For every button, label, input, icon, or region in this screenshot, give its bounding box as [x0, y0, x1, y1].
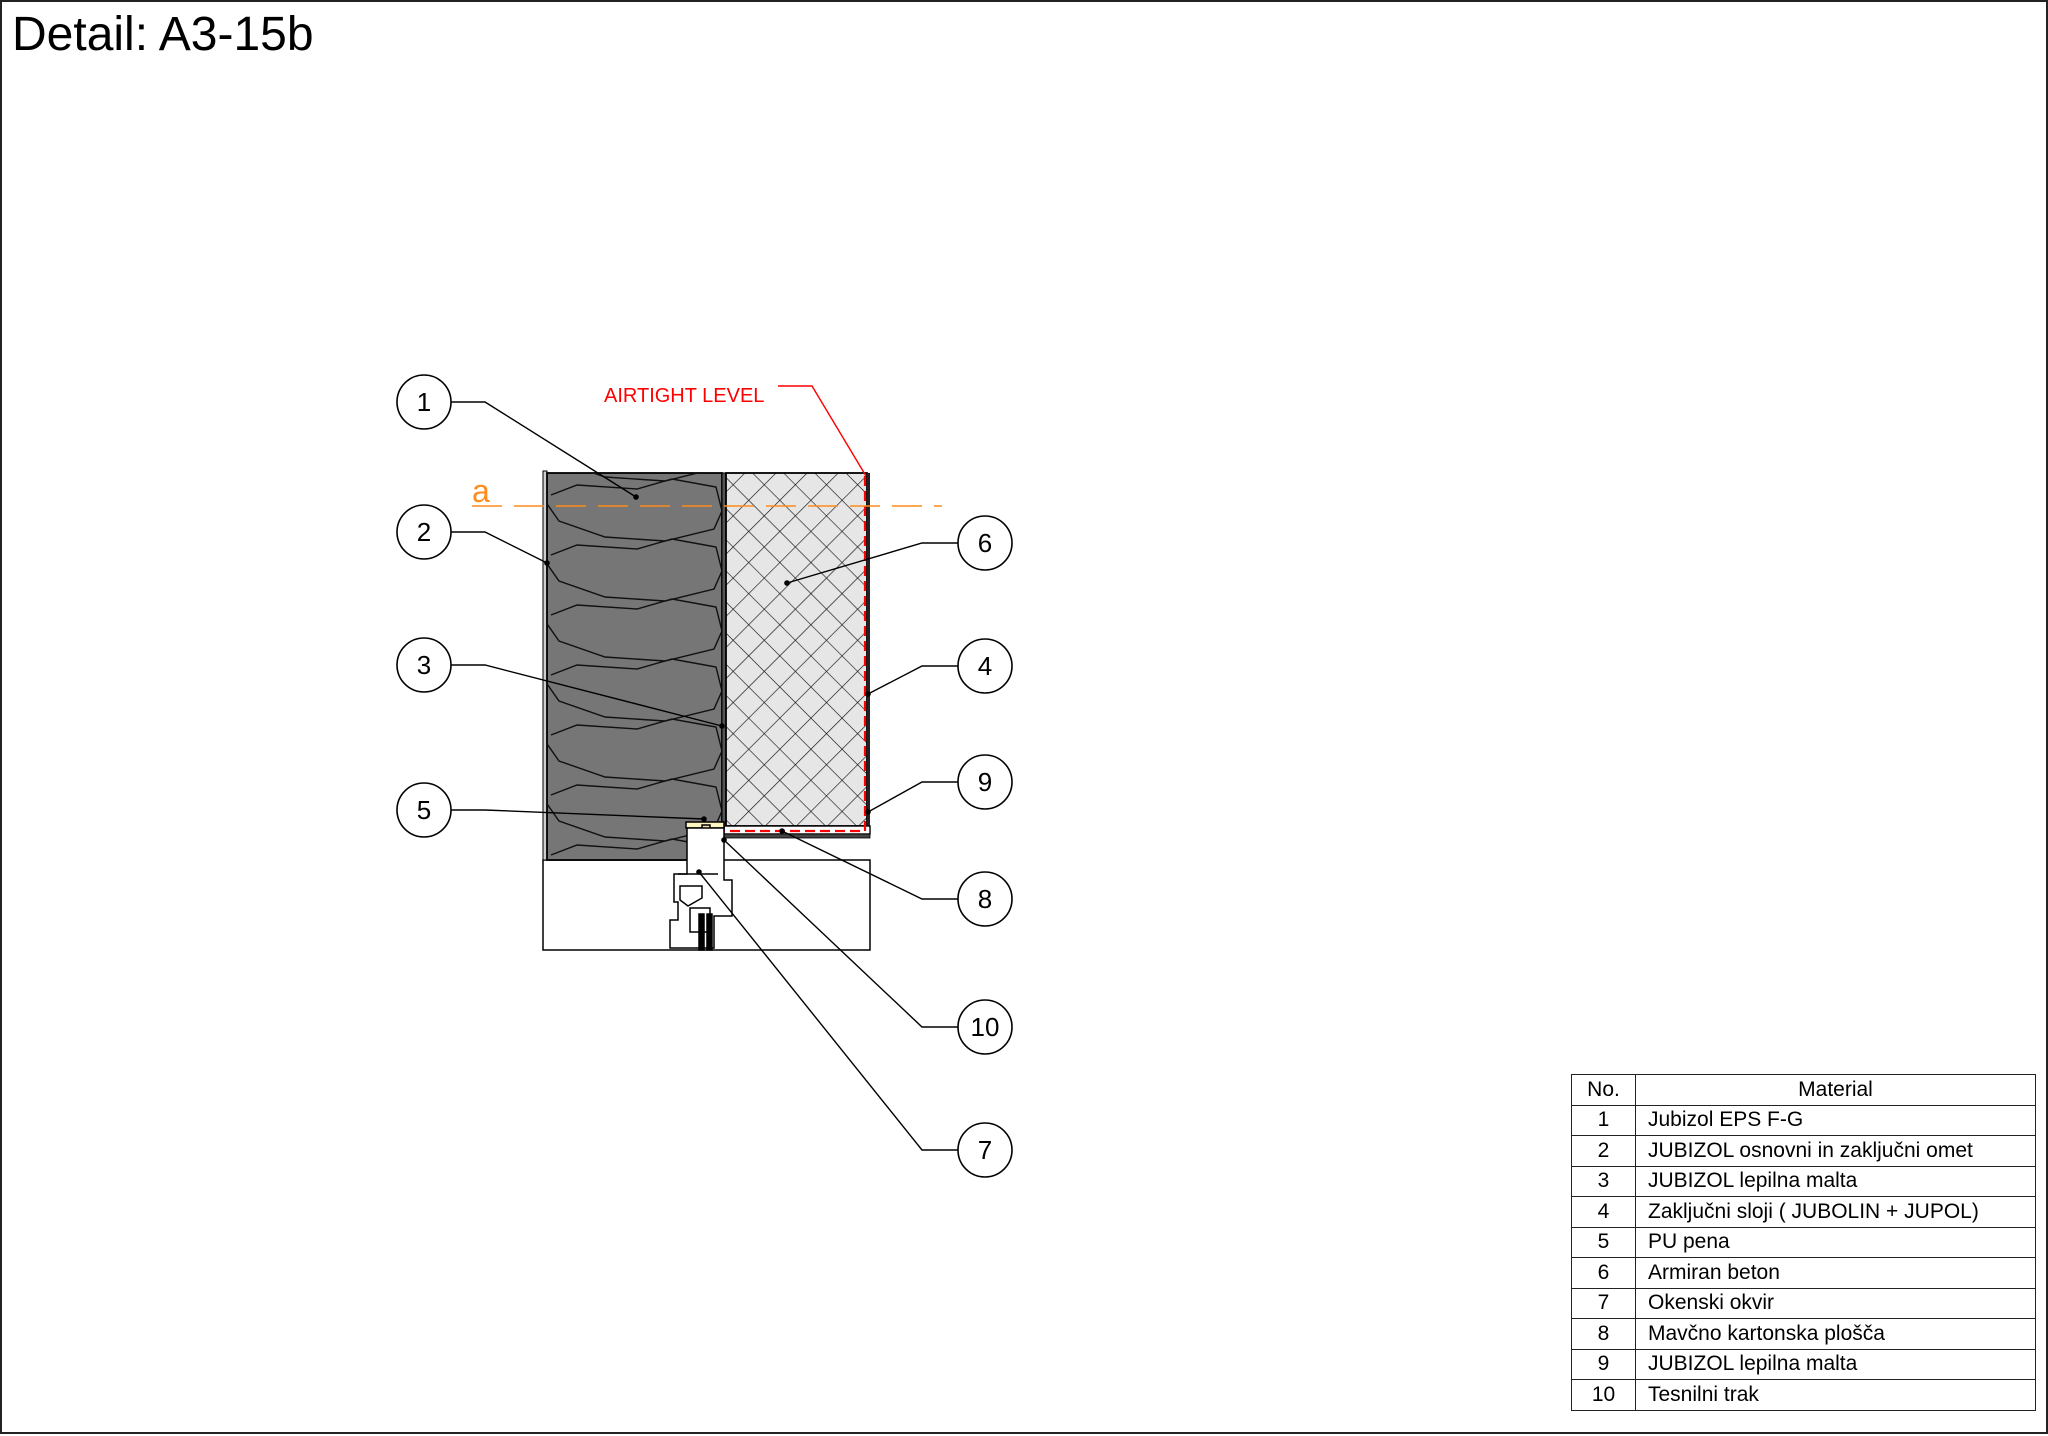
- callout-3-label: 3: [417, 650, 431, 680]
- insulation-hatch-wave: [550, 838, 720, 860]
- legend-row-material: JUBIZOL osnovni in zaključni omet: [1635, 1135, 2036, 1167]
- legend-row-material: JUBIZOL lepilna malta: [1635, 1348, 2036, 1380]
- airtight-level-label: AIRTIGHT LEVEL: [604, 385, 764, 407]
- legend-row: 6 Armiran beton: [1571, 1257, 2036, 1289]
- leader-2: [451, 531, 548, 564]
- legend-row-material: JUBIZOL lepilna malta: [1635, 1165, 2036, 1197]
- callout-2-label: 2: [417, 517, 431, 547]
- legend-row: 5 PU pena: [1571, 1226, 2036, 1258]
- legend-row: 3 JUBIZOL lepilna malta: [1571, 1165, 2036, 1197]
- legend-row-material: Mavčno kartonska plošča: [1635, 1318, 2036, 1350]
- callout-9-label: 9: [978, 767, 992, 797]
- section-marker-a: a: [472, 473, 490, 509]
- page-title: Detail: A3-15b: [12, 8, 314, 61]
- reinforced-concrete: [725, 472, 868, 827]
- legend-row: 10 Tesnilni trak: [1571, 1379, 2036, 1411]
- finishing-layer: [867, 473, 870, 834]
- leader-5: [451, 809, 705, 820]
- callout-bubbles: 1 2 3 5 6 4 9: [396, 374, 1013, 1178]
- insulation-hatch-wave: [547, 658, 722, 722]
- insulation-hatch-wave: [591, 473, 701, 482]
- legend-row-no: 10: [1571, 1379, 1636, 1411]
- material-legend-table: No. Material 1 Jubizol EPS F-G 2 JUBIZOL…: [1571, 1074, 2036, 1411]
- legend-row-no: 7: [1571, 1287, 1636, 1319]
- callout-10-label: 10: [971, 1012, 1000, 1042]
- leader-3: [451, 664, 723, 727]
- leader-9: [867, 781, 960, 813]
- legend-row-material: Zaključni sloji ( JUBOLIN + JUPOL): [1635, 1196, 2036, 1228]
- legend-row-no: 9: [1571, 1348, 1636, 1380]
- legend-row: 9 JUBIZOL lepilna malta: [1571, 1348, 2036, 1380]
- legend-row-material: PU pena: [1635, 1226, 2036, 1258]
- leader-dots: [544, 494, 871, 875]
- insulation-hatch-wave: [547, 598, 722, 662]
- callout-3: 3: [396, 637, 452, 693]
- legend-row-no: 4: [1571, 1196, 1636, 1228]
- legend-row: 8 Mavčno kartonska plošča: [1571, 1318, 2036, 1350]
- eps-insulation: [546, 472, 723, 861]
- legend-row-no: 6: [1571, 1257, 1636, 1289]
- callout-8-label: 8: [978, 884, 992, 914]
- callout-5-label: 5: [417, 795, 431, 825]
- legend-row-no: 5: [1571, 1226, 1636, 1258]
- legend-row-material: Armiran beton: [1635, 1257, 2036, 1289]
- legend-row-no: 8: [1571, 1318, 1636, 1350]
- legend-row-material: Jubizol EPS F-G: [1635, 1104, 2036, 1136]
- leader-10: [723, 839, 960, 1028]
- callout-8: 8: [957, 871, 1013, 927]
- legend-header-material: Material: [1635, 1074, 2036, 1106]
- insulation-hatch-wave: [547, 718, 722, 782]
- callout-6: 6: [957, 515, 1013, 571]
- legend-header-row: No. Material: [1571, 1074, 2036, 1106]
- callout-4: 4: [957, 638, 1013, 694]
- legend-row-no: 1: [1571, 1104, 1636, 1136]
- leader-lines: [451, 385, 960, 1151]
- callout-2: 2: [396, 504, 452, 560]
- legend-row: 4 Zaključni sloji ( JUBOLIN + JUPOL): [1571, 1196, 2036, 1228]
- insulation-hatch-wave: [547, 538, 722, 602]
- leader-1: [451, 401, 637, 498]
- leader-4: [867, 665, 960, 695]
- callout-4-label: 4: [978, 651, 992, 681]
- insulation-hatch-wave: [547, 478, 722, 542]
- callout-6-label: 6: [978, 528, 992, 558]
- callout-10: 10: [957, 999, 1013, 1055]
- leader-7: [698, 871, 960, 1151]
- airtight-leader: [778, 385, 867, 477]
- legend-row-material: Okenski okvir: [1635, 1287, 2036, 1319]
- legend-row: 2 JUBIZOL osnovni in zaključni omet: [1571, 1135, 2036, 1167]
- legend-row-no: 3: [1571, 1165, 1636, 1197]
- insulation-hatch-wave: [547, 778, 722, 842]
- callout-9: 9: [957, 754, 1013, 810]
- airtight-line: [724, 476, 867, 833]
- legend-header-no: No.: [1571, 1074, 1636, 1106]
- callout-7-label: 7: [978, 1135, 992, 1165]
- callout-1: 1: [396, 374, 452, 430]
- adhesive-under-board: [723, 833, 871, 839]
- callout-5: 5: [396, 782, 452, 838]
- legend-row-no: 2: [1571, 1135, 1636, 1167]
- window-frame: [669, 821, 733, 951]
- legend-row: 1 Jubizol EPS F-G: [1571, 1104, 2036, 1136]
- leader-6: [786, 542, 960, 584]
- leader-8: [781, 830, 960, 900]
- legend-row-material: Tesnilni trak: [1635, 1379, 2036, 1411]
- callout-1-label: 1: [417, 387, 431, 417]
- callout-7: 7: [957, 1122, 1013, 1178]
- legend-row: 7 Okenski okvir: [1571, 1287, 2036, 1319]
